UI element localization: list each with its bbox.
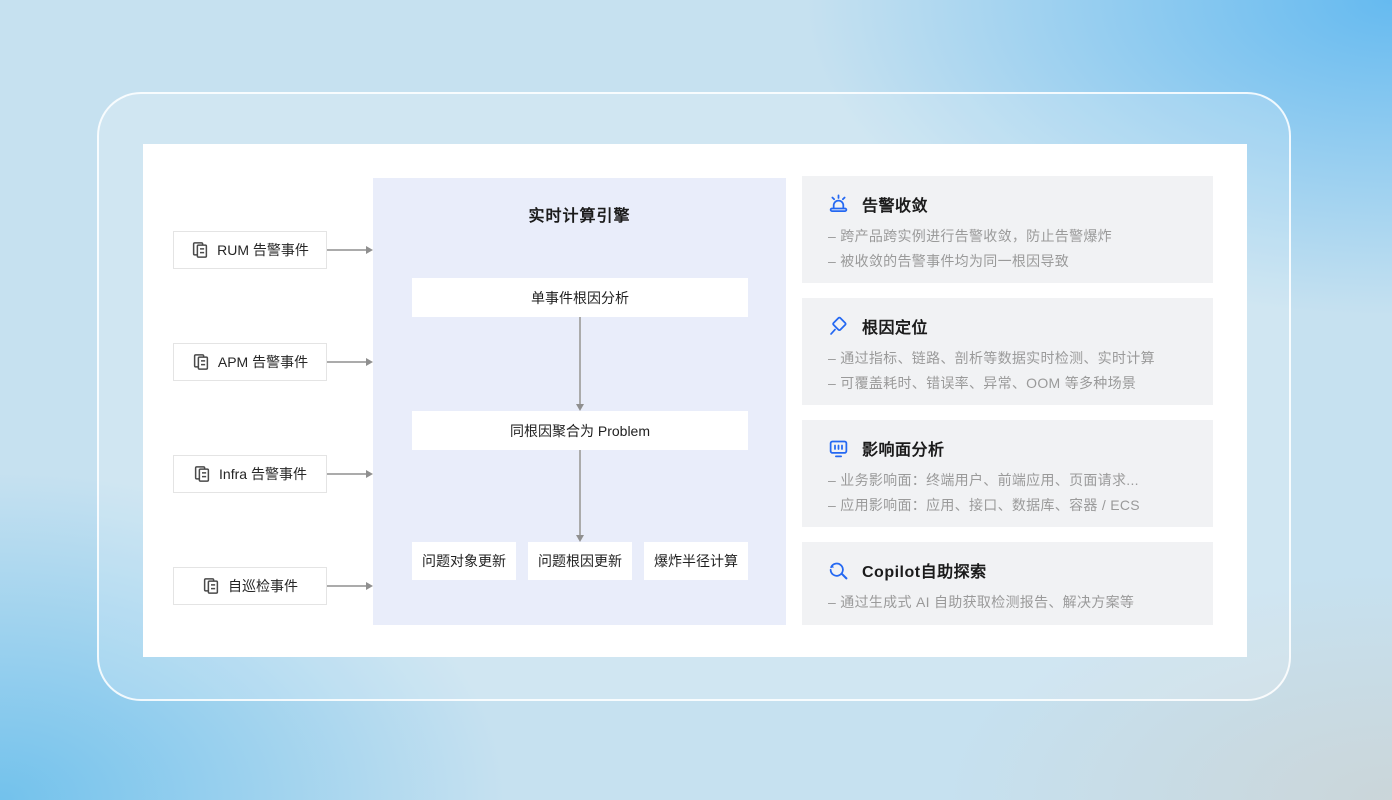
feature-bullet: – 应用影响面：应用、接口、数据库、容器 / ECS	[828, 497, 1140, 513]
engine-panel: 实时计算引擎 单事件根因分析 同根因聚合为 Problem 问题对象更新 问题根…	[373, 178, 786, 625]
diagram-card: RUM 告警事件 APM 告警事件 Infra 告警事件 自巡检事件	[143, 144, 1247, 657]
map-pin-icon	[828, 316, 849, 337]
feature-bullet: – 业务影响面：终端用户、前端应用、页面请求...	[828, 472, 1139, 488]
feature-title: 告警收敛	[862, 198, 929, 215]
source-label: APM 告警事件	[217, 354, 309, 370]
engine-title: 实时计算引擎	[528, 208, 631, 225]
feature-title: Copilot自助探索	[862, 564, 987, 581]
alarm-siren-icon	[828, 193, 849, 215]
source-box-apm: APM 告警事件	[173, 343, 327, 381]
bar-chart-icon	[828, 438, 849, 459]
arrow-right	[327, 581, 373, 591]
source-box-selfcheck: 自巡检事件	[173, 567, 327, 605]
source-box-rum: RUM 告警事件	[173, 231, 327, 269]
output-object-update: 问题对象更新	[412, 542, 516, 580]
stage-single-event-rca: 单事件根因分析	[412, 278, 748, 317]
feature-header: 根因定位	[828, 314, 928, 338]
feature-title: 根因定位	[862, 320, 929, 337]
source-label: Infra 告警事件	[219, 466, 307, 482]
source-label: RUM 告警事件	[217, 242, 309, 258]
stage-aggregate-problem: 同根因聚合为 Problem	[412, 411, 748, 450]
source-label: 自巡检事件	[228, 578, 298, 594]
feature-bullets: – 通过指标、链路、剖析等数据实时检测、实时计算 – 可覆盖耗时、错误率、异常、…	[828, 346, 1201, 396]
document-copy-icon	[191, 241, 209, 259]
feature-rootcause-location: 根因定位 – 通过指标、链路、剖析等数据实时检测、实时计算 – 可覆盖耗时、错误…	[802, 298, 1213, 405]
feature-impact-analysis: 影响面分析 – 业务影响面：终端用户、前端应用、页面请求... – 应用影响面：…	[802, 420, 1213, 527]
feature-bullet: – 被收敛的告警事件均为同一根因导致	[828, 253, 1070, 269]
arrow-down	[575, 450, 585, 542]
document-copy-icon	[192, 353, 210, 371]
output-blast-radius: 爆炸半径计算	[644, 542, 748, 580]
output-rootcause-update: 问题根因更新	[528, 542, 632, 580]
feature-title: 影响面分析	[862, 442, 945, 459]
document-copy-icon	[202, 577, 220, 595]
feature-bullets: – 跨产品跨实例进行告警收敛，防止告警爆炸 – 被收敛的告警事件均为同一根因导致	[828, 224, 1201, 274]
feature-bullets: – 通过生成式 AI 自助获取检测报告、解决方案等	[828, 590, 1201, 615]
feature-header: 影响面分析	[828, 436, 945, 460]
arrow-right	[327, 245, 373, 255]
search-explore-icon	[828, 560, 849, 581]
feature-bullets: – 业务影响面：终端用户、前端应用、页面请求... – 应用影响面：应用、接口、…	[828, 468, 1201, 518]
source-box-infra: Infra 告警事件	[173, 455, 327, 493]
feature-bullet: – 通过生成式 AI 自助获取检测报告、解决方案等	[828, 594, 1135, 610]
feature-bullet: – 跨产品跨实例进行告警收敛，防止告警爆炸	[828, 228, 1112, 244]
feature-header: 告警收敛	[828, 192, 928, 216]
arrow-right	[327, 469, 373, 479]
document-copy-icon	[193, 465, 211, 483]
feature-bullet: – 可覆盖耗时、错误率、异常、OOM 等多种场景	[828, 375, 1137, 391]
feature-alert-convergence: 告警收敛 – 跨产品跨实例进行告警收敛，防止告警爆炸 – 被收敛的告警事件均为同…	[802, 176, 1213, 283]
feature-copilot-explore: Copilot自助探索 – 通过生成式 AI 自助获取检测报告、解决方案等	[802, 542, 1213, 625]
feature-bullet: – 通过指标、链路、剖析等数据实时检测、实时计算	[828, 350, 1155, 366]
arrow-right	[327, 357, 373, 367]
feature-header: Copilot自助探索	[828, 558, 987, 582]
arrow-down	[575, 317, 585, 411]
